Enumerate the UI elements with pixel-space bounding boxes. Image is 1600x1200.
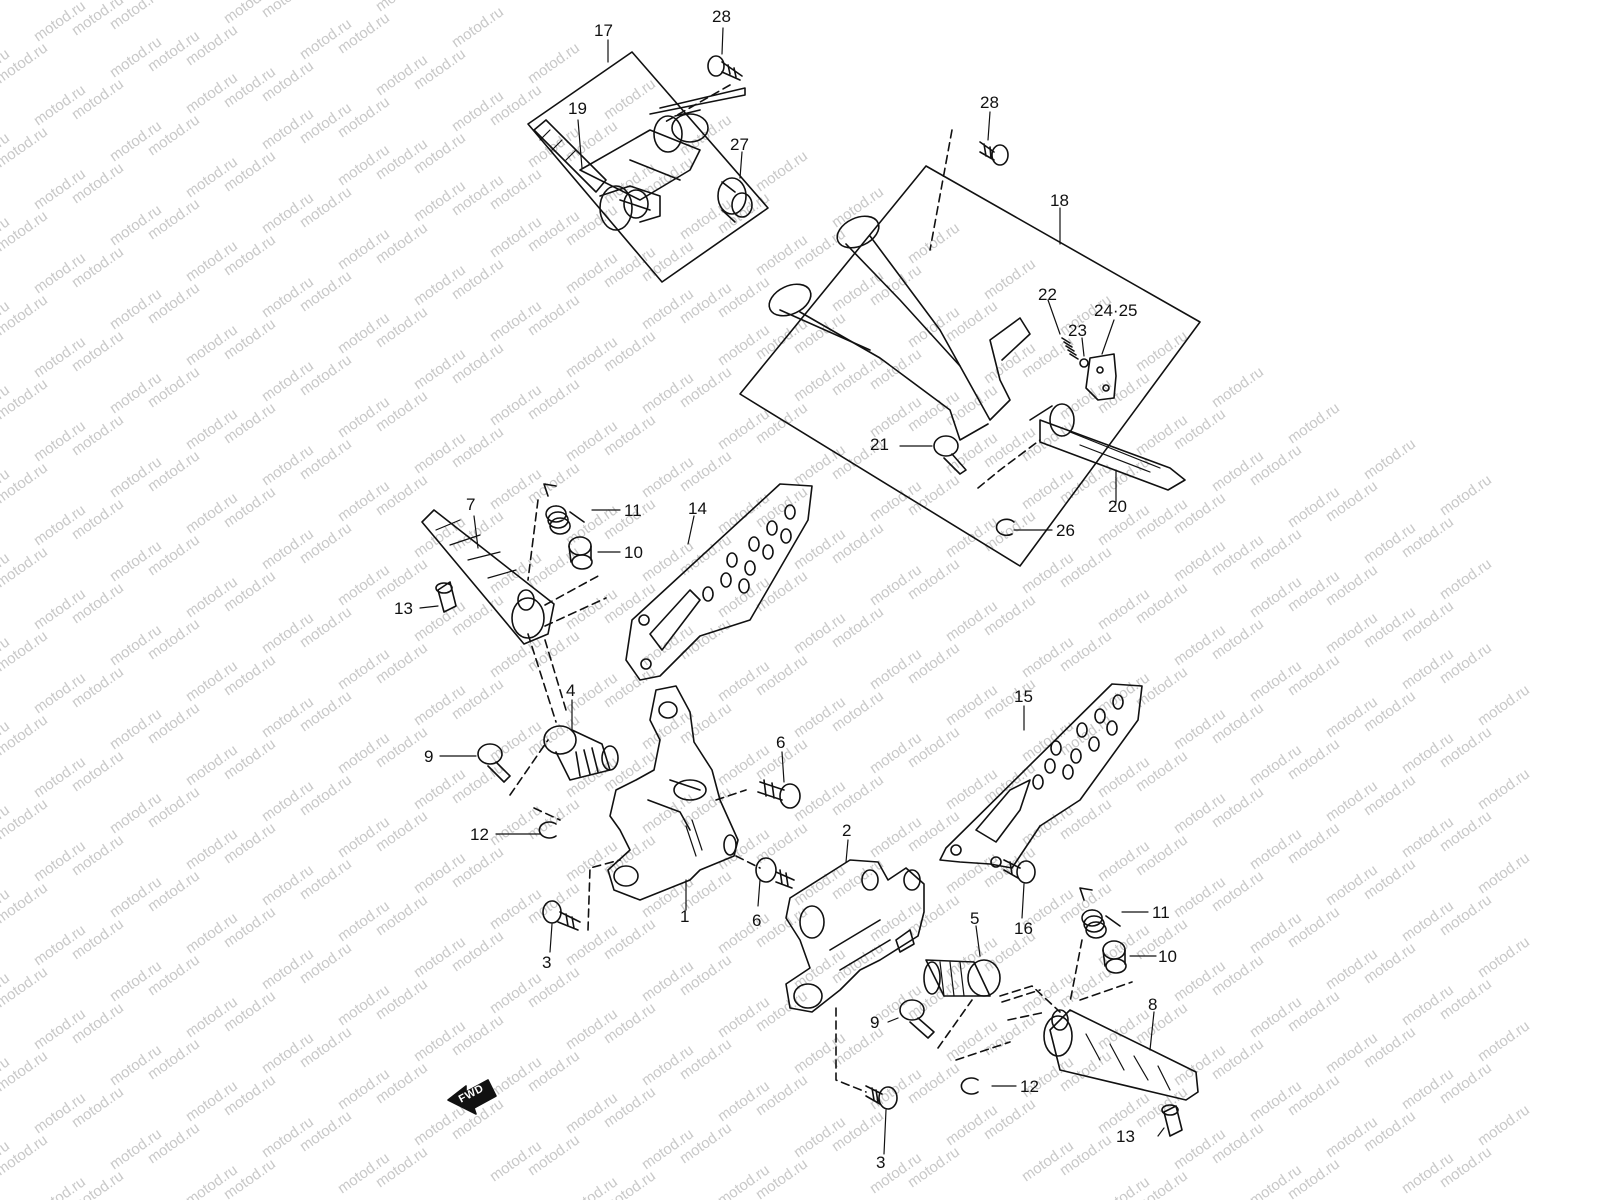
callout-3-right: 3 (876, 1153, 886, 1172)
callout-1: 1 (680, 907, 690, 926)
clip-26 (995, 518, 1015, 537)
callout-17: 17 (594, 21, 613, 40)
bracket-1 (607, 685, 739, 901)
rubber-13-right (1161, 1104, 1183, 1137)
callout-2: 2 (842, 821, 852, 840)
footrest-pivot-5 (923, 959, 1001, 997)
callout-28-top: 28 (712, 7, 731, 26)
callout-5: 5 (970, 909, 980, 928)
fwd-arrow-icon (447, 1079, 497, 1115)
leader-lines (419, 27, 1165, 1155)
callout-11-right: 11 (1152, 903, 1170, 922)
bracket-2 (785, 859, 925, 1013)
callout-10-right: 10 (1158, 947, 1177, 966)
plate-14 (625, 483, 813, 681)
bolt-6-left-upper (757, 779, 801, 809)
plate-24-25 (1085, 353, 1117, 401)
callout-3-left: 3 (542, 953, 552, 972)
plate-15 (939, 683, 1143, 869)
pin-9-left (477, 743, 511, 783)
callout-18: 18 (1050, 191, 1069, 210)
callout-6-upper: 6 (776, 733, 786, 752)
rear-footrest-bracket-18 (768, 215, 1031, 441)
spring-22 (1061, 337, 1079, 360)
spring-11-right (1079, 887, 1121, 939)
callout-27: 27 (730, 135, 749, 154)
callout-20: 20 (1108, 497, 1127, 516)
callout-14: 14 (688, 499, 707, 518)
bolt-28-mid (979, 141, 1009, 166)
callout-8: 8 (1148, 995, 1158, 1014)
callout-12-left: 12 (470, 825, 489, 844)
callout-13-right: 13 (1116, 1127, 1135, 1146)
callout-4: 4 (566, 681, 576, 700)
rear-footrest-19 (533, 87, 746, 231)
bolt-3-right (865, 1085, 898, 1110)
rear-footrest-20 (1029, 403, 1186, 491)
callout-24-25: 24·25 (1094, 301, 1138, 320)
bushing-10-left (568, 536, 593, 570)
callout-16: 16 (1014, 919, 1033, 938)
footrest-pivot-4 (543, 725, 619, 781)
ball-23 (1079, 358, 1089, 368)
callout-21: 21 (870, 435, 889, 454)
callout-26: 26 (1056, 521, 1075, 540)
callout-9-left: 9 (424, 747, 434, 766)
callout-6-lower: 6 (752, 911, 762, 930)
rear-footrest-bushing-27 (717, 177, 753, 223)
clip-12-right (960, 1077, 979, 1095)
assembly-box-18 (739, 165, 1201, 567)
callout-9-right: 9 (870, 1013, 880, 1032)
bolt-3-left (542, 900, 581, 931)
callout-22: 22 (1038, 285, 1057, 304)
callout-10-left: 10 (624, 543, 643, 562)
callout-13-left: 13 (394, 599, 413, 618)
clip-12-left (538, 821, 557, 839)
callout-11-left: 11 (624, 501, 642, 520)
bolt-6-left-lower (755, 857, 795, 889)
bolt-28-top (707, 55, 743, 81)
bolt-16 (1003, 859, 1036, 884)
pin-9-right (899, 999, 935, 1039)
callout-15: 15 (1014, 687, 1033, 706)
rubber-13-left (435, 581, 457, 613)
callout-23: 23 (1068, 321, 1087, 340)
spring-11-left (543, 483, 585, 535)
callout-7: 7 (466, 495, 476, 514)
pin-21 (933, 435, 967, 475)
front-footrest-8 (1043, 1009, 1199, 1101)
front-footrest-7 (421, 509, 555, 645)
callout-28-mid: 28 (980, 93, 999, 112)
callout-19: 19 (568, 99, 587, 118)
callout-12-right: 12 (1020, 1077, 1039, 1096)
bushing-10-right (1102, 940, 1127, 974)
